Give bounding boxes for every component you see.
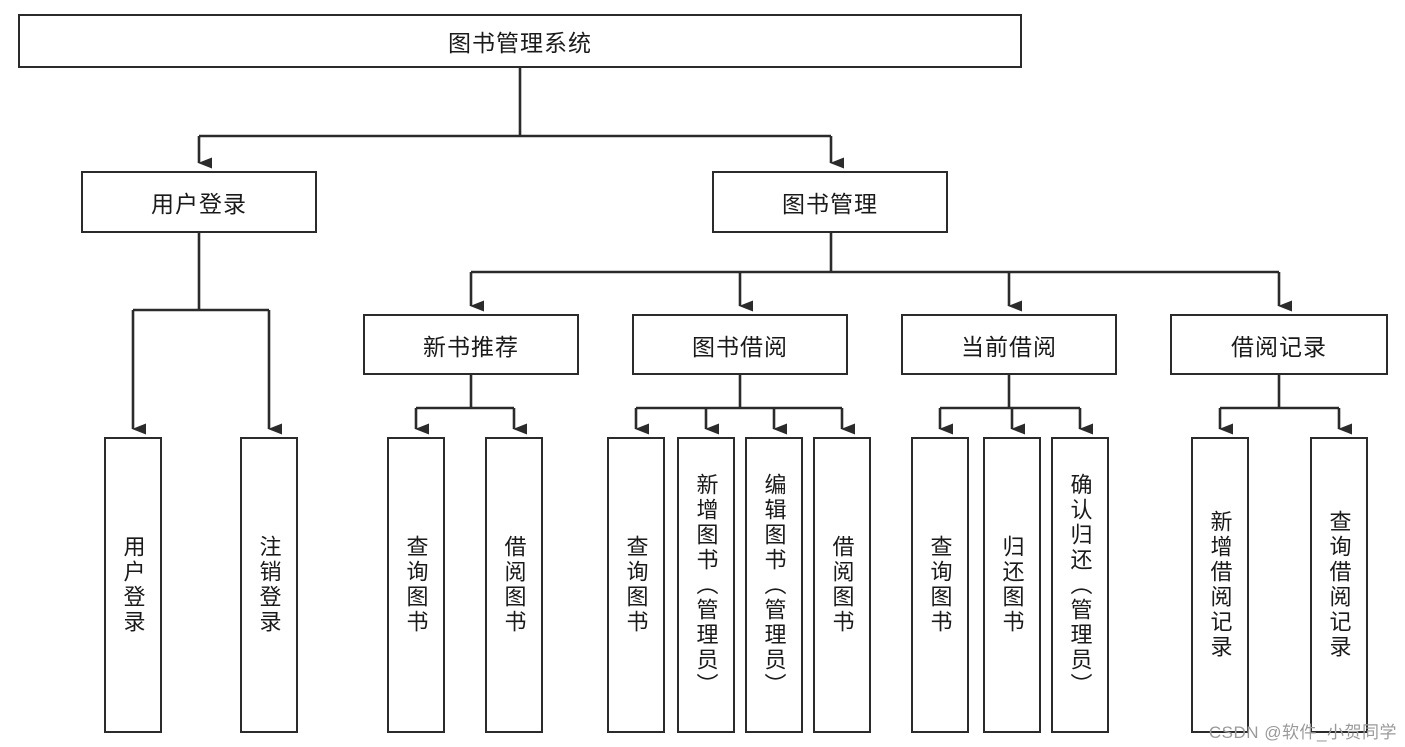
leaf-query-borrow-record[interactable]: 查询借阅记录	[1310, 437, 1368, 733]
csdn-watermark: CSDN @软件_小贺同学	[1208, 723, 1397, 742]
leaf-confirm-return-admin[interactable]: 确认归还（管理员）	[1051, 437, 1109, 733]
node-current-borrow-label: 当前借阅	[961, 333, 1057, 360]
leaf-logout[interactable]: 注销登录	[240, 437, 298, 733]
node-new-book-recommend[interactable]: 新书推荐	[363, 314, 579, 375]
leaf-label: 用户登录	[120, 535, 146, 635]
node-user-login-label: 用户登录	[151, 191, 247, 217]
leaf-label: 编辑图书（管理员）	[761, 472, 787, 698]
leaf-add-borrow-record[interactable]: 新增借阅记录	[1191, 437, 1249, 733]
node-book-borrow[interactable]: 图书借阅	[632, 314, 848, 375]
leaf-label: 新增借阅记录	[1207, 510, 1233, 660]
node-new-book-recommend-label: 新书推荐	[423, 333, 519, 360]
leaf-label: 借阅图书	[501, 535, 527, 635]
node-root-label: 图书管理系统	[448, 30, 592, 56]
node-book-borrow-label: 图书借阅	[692, 333, 788, 360]
node-current-borrow[interactable]: 当前借阅	[901, 314, 1117, 375]
leaf-query-book-borrow[interactable]: 查询图书	[607, 437, 665, 733]
leaf-borrow-book[interactable]: 借阅图书	[813, 437, 871, 733]
leaf-label: 查询图书	[623, 535, 649, 635]
leaf-edit-book-admin[interactable]: 编辑图书（管理员）	[745, 437, 803, 733]
leaf-label: 查询图书	[403, 535, 429, 635]
leaf-borrow-book-newbook[interactable]: 借阅图书	[485, 437, 543, 733]
leaf-label: 查询借阅记录	[1326, 510, 1352, 660]
node-borrow-record[interactable]: 借阅记录	[1170, 314, 1388, 375]
leaf-label: 确认归还（管理员）	[1067, 472, 1093, 698]
leaf-query-book-current[interactable]: 查询图书	[911, 437, 969, 733]
node-book-management-label: 图书管理	[782, 191, 878, 217]
leaf-label: 查询图书	[927, 535, 953, 635]
node-root[interactable]: 图书管理系统	[18, 14, 1022, 68]
leaf-label: 新增图书（管理员）	[693, 472, 719, 698]
leaf-label: 借阅图书	[829, 535, 855, 635]
leaf-label: 归还图书	[999, 535, 1025, 635]
leaf-return-book[interactable]: 归还图书	[983, 437, 1041, 733]
node-user-login[interactable]: 用户登录	[81, 171, 317, 233]
node-book-management[interactable]: 图书管理	[712, 171, 948, 233]
leaf-query-book-newbook[interactable]: 查询图书	[387, 437, 445, 733]
node-borrow-record-label: 借阅记录	[1231, 333, 1327, 360]
leaf-label: 注销登录	[256, 535, 282, 635]
leaf-add-book-admin[interactable]: 新增图书（管理员）	[677, 437, 735, 733]
leaf-user-login[interactable]: 用户登录	[104, 437, 162, 733]
